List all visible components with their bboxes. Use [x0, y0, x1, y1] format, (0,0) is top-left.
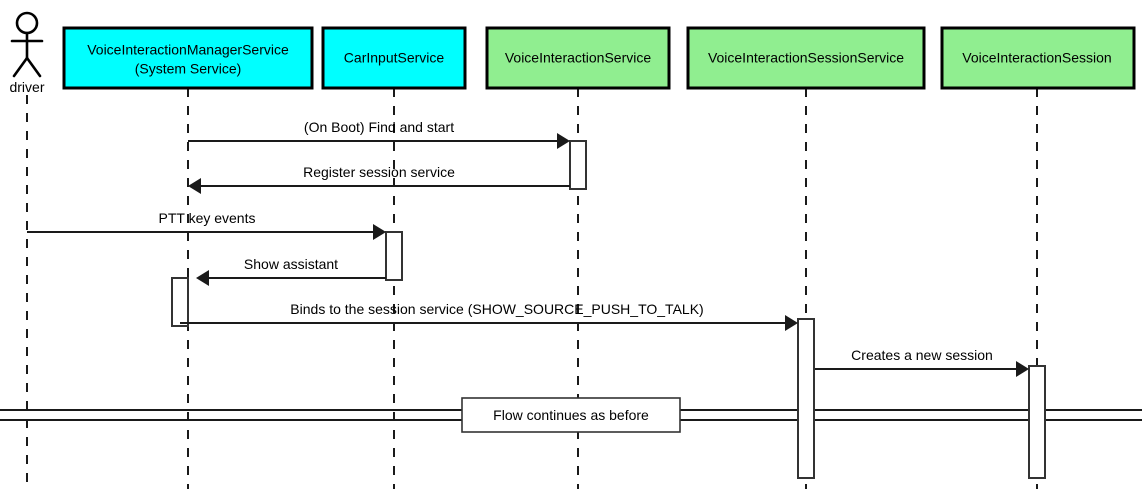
participant-rect-vis[interactable]	[485, 26, 671, 90]
participant-rect-vsession[interactable]	[940, 26, 1136, 90]
actor-leg-right-icon	[25, 56, 42, 78]
participant-box-vims[interactable]: VoiceInteractionManagerService (System Se…	[62, 26, 314, 90]
divider-box-layer: Flow continues as before	[461, 397, 681, 433]
participant-label-vims: VoiceInteractionManagerService	[87, 42, 289, 58]
participant-label-vis: VoiceInteractionService	[505, 50, 652, 66]
participant-label-viss: VoiceInteractionSessionService	[708, 50, 904, 66]
participant-box-vsession[interactable]: VoiceInteractionSession	[940, 26, 1136, 90]
participant-label-cis: CarInputService	[344, 50, 445, 66]
message-arrowhead-m5	[785, 315, 798, 331]
activation-bar-vims	[171, 277, 189, 327]
message-m6[interactable]: Creates a new session	[815, 347, 1029, 377]
divider-note-label: Flow continues as before	[493, 407, 649, 423]
activations-layer	[171, 140, 1046, 479]
message-label-m2: Register session service	[303, 164, 455, 180]
activation-bar-vis	[569, 140, 587, 190]
message-arrowhead-m4	[196, 270, 209, 286]
message-arrowhead-m3	[373, 224, 386, 240]
divider-note-box	[461, 397, 681, 433]
actor-head-icon	[15, 11, 39, 35]
message-label-m6: Creates a new session	[851, 347, 993, 363]
activation-bar-viss	[797, 318, 815, 479]
message-m5[interactable]: Binds to the session service (SHOW_SOURC…	[180, 301, 798, 331]
message-label-m3: PTT key events	[158, 210, 255, 226]
activation-bar-vsession	[1028, 365, 1046, 479]
message-m2[interactable]: Register session service	[188, 164, 570, 194]
message-m3[interactable]: PTT key events	[27, 210, 386, 240]
participant-rect-vims[interactable]	[62, 26, 314, 90]
activation-bar-cis	[385, 231, 403, 281]
message-label-m4: Show assistant	[244, 256, 338, 272]
actor-label: driver	[9, 79, 44, 95]
message-arrowhead-m6	[1016, 361, 1029, 377]
actor-layer: driver	[9, 11, 45, 95]
participant-box-viss[interactable]: VoiceInteractionSessionService	[686, 26, 926, 90]
participant-box-vis[interactable]: VoiceInteractionService	[485, 26, 671, 90]
participant-sublabel-vims: (System Service)	[135, 61, 242, 77]
participant-box-cis[interactable]: CarInputService	[321, 26, 467, 90]
message-m4[interactable]: Show assistant	[196, 256, 386, 286]
message-label-m5: Binds to the session service (SHOW_SOURC…	[290, 301, 703, 317]
message-m1[interactable]: (On Boot) Find and start	[188, 119, 570, 149]
participant-rect-cis[interactable]	[321, 26, 467, 90]
message-arrowhead-m2	[188, 178, 201, 194]
participant-boxes-layer: VoiceInteractionManagerService (System Se…	[62, 26, 1136, 90]
actor-leg-left-icon	[12, 56, 29, 78]
divider-note: Flow continues as before	[461, 397, 681, 433]
participant-label-vsession: VoiceInteractionSession	[962, 50, 1111, 66]
actor-driver[interactable]: driver	[9, 11, 45, 95]
participant-rect-viss[interactable]	[686, 26, 926, 90]
message-label-m1: (On Boot) Find and start	[304, 119, 454, 135]
message-arrowhead-m1	[557, 133, 570, 149]
